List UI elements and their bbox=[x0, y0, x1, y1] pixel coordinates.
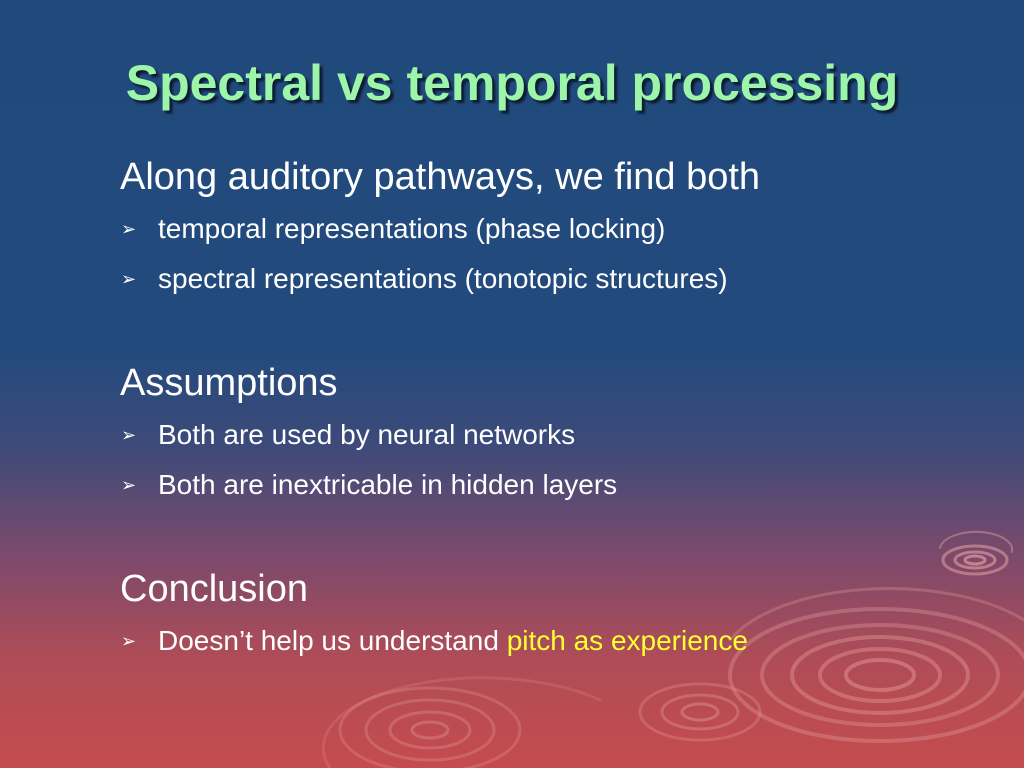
bullet-item: ➢ Both are used by neural networks bbox=[120, 410, 1000, 460]
arrow-bullet-icon: ➢ bbox=[121, 269, 137, 289]
slide-title: Spectral vs temporal processing bbox=[125, 55, 899, 111]
spacer bbox=[120, 510, 1000, 562]
bullet-item: ➢ spectral representations (tonotopic st… bbox=[120, 254, 1000, 304]
arrow-bullet-icon: ➢ bbox=[121, 219, 137, 239]
bullet-text: Both are used by neural networks bbox=[158, 419, 576, 450]
section-heading-assumptions: Assumptions bbox=[120, 362, 338, 404]
bullet-item: ➢ Doesn’t help us understand pitch as ex… bbox=[120, 616, 1000, 666]
bullet-item: ➢ Both are inextricable in hidden layers bbox=[120, 460, 1000, 510]
arrow-bullet-icon: ➢ bbox=[121, 475, 137, 495]
slide-content: Along auditory pathways, we find both ➢ … bbox=[120, 150, 1000, 666]
bullet-item: ➢ temporal representations (phase lockin… bbox=[120, 204, 1000, 254]
section-heading-pathways: Along auditory pathways, we find both bbox=[120, 156, 761, 198]
bullet-text: temporal representations (phase locking) bbox=[158, 213, 666, 244]
arrow-bullet-icon: ➢ bbox=[121, 631, 137, 651]
section-heading-conclusion: Conclusion bbox=[120, 568, 308, 610]
highlighted-text: pitch as experience bbox=[506, 625, 748, 656]
spacer bbox=[120, 304, 1000, 356]
bullet-text: Both are inextricable in hidden layers bbox=[158, 469, 618, 500]
bullet-text: spectral representations (tonotopic stru… bbox=[158, 263, 728, 294]
bullet-text: Doesn’t help us understand bbox=[158, 625, 507, 656]
arrow-bullet-icon: ➢ bbox=[121, 425, 137, 445]
